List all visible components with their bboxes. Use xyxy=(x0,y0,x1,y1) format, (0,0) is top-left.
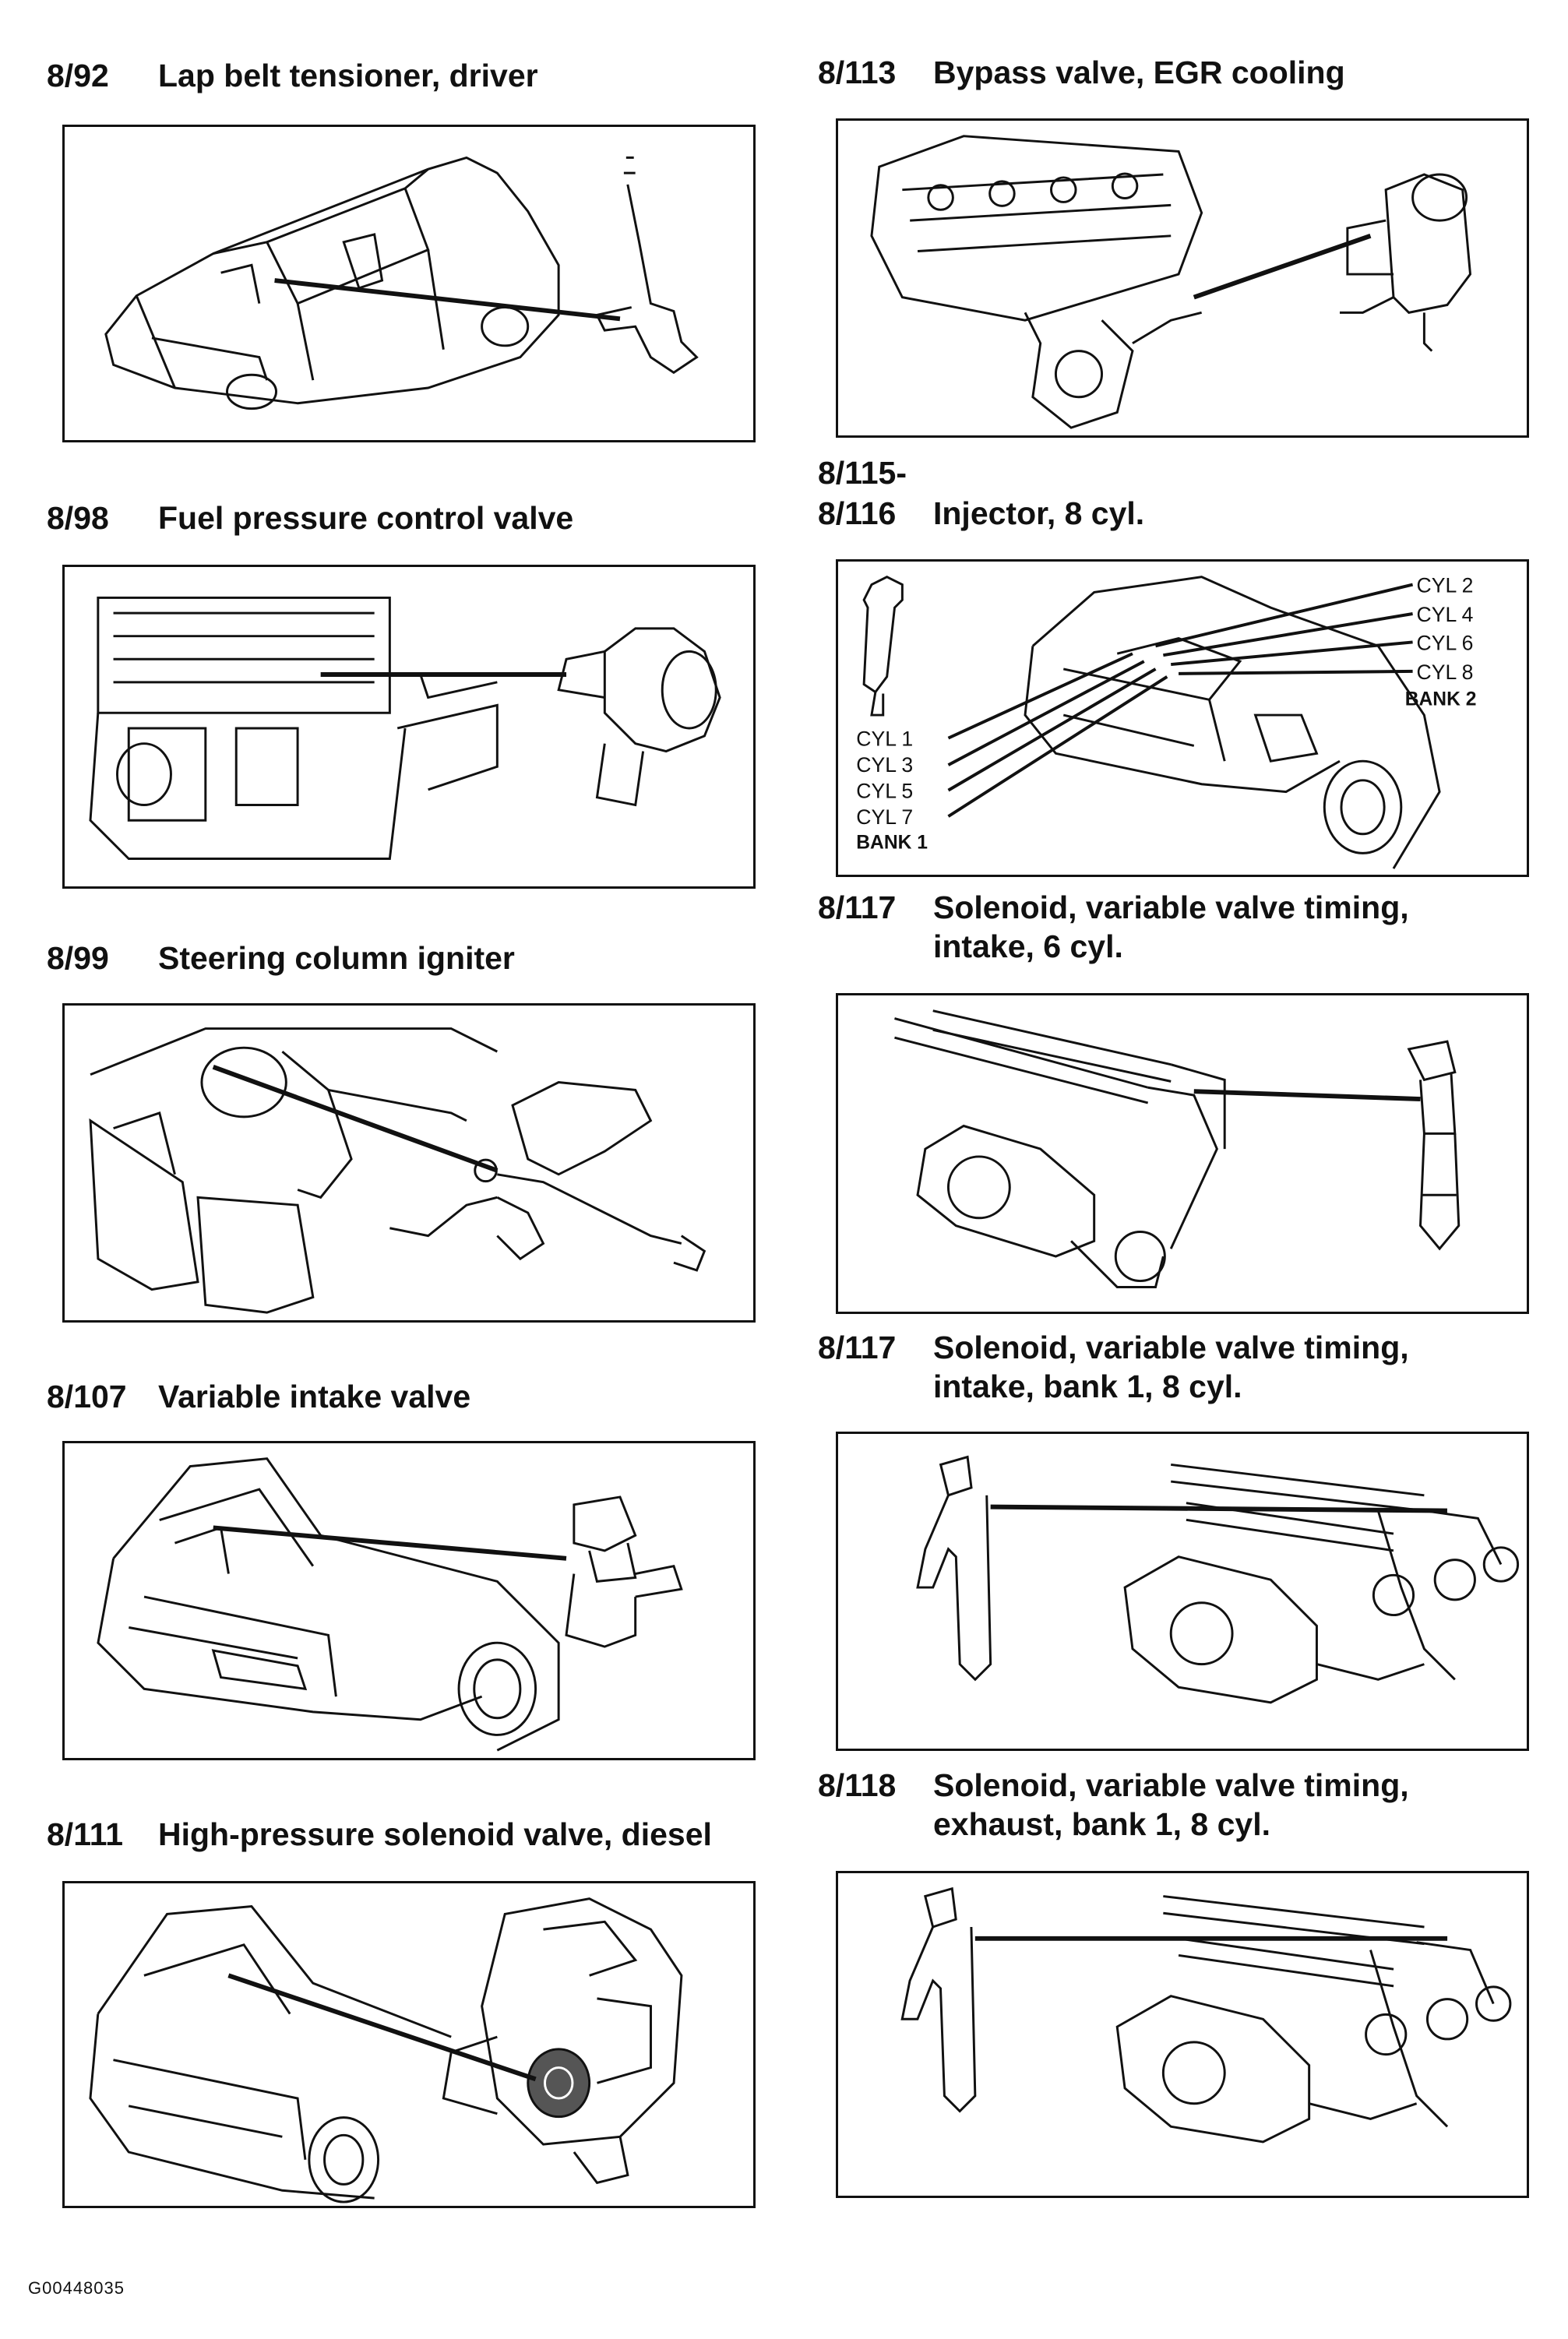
illustration-fuel-pressure-valve xyxy=(62,565,756,889)
car-illustration xyxy=(104,156,699,410)
callout-bank1-cyl7: CYL 7 xyxy=(856,805,913,829)
v8-camshaft-exhaust-illustration xyxy=(900,1886,1512,2143)
engine-head-illustration xyxy=(870,135,1472,429)
item-title-line2: intake, bank 1, 8 cyl. xyxy=(933,1369,1242,1404)
callout-bank1-cyl5: CYL 5 xyxy=(856,779,913,802)
illustration-steering-column xyxy=(62,1003,756,1323)
item-title-line2: exhaust, bank 1, 8 cyl. xyxy=(933,1806,1270,1842)
item-code: 8/117 xyxy=(818,889,897,925)
camshaft-illustration xyxy=(894,1009,1461,1288)
callout-bank2-cyl6: CYL 6 xyxy=(1417,631,1474,654)
item-title: Injector, 8 cyl. xyxy=(933,495,1145,531)
illustration-high-pressure-solenoid xyxy=(62,1881,756,2208)
item-code: 8/92 xyxy=(47,58,109,93)
callout-bank2-cyl2: CYL 2 xyxy=(1417,573,1474,597)
callout-bank2-label: BANK 2 xyxy=(1405,689,1477,710)
item-code: 8/99 xyxy=(47,940,109,976)
callout-bank1-cyl1: CYL 1 xyxy=(856,727,913,750)
car-front-injector-illustration: CYL 1 CYL 3 CYL 5 CYL 7 BANK 1 CYL 2 CYL… xyxy=(856,573,1477,869)
item-title: Steering column igniter xyxy=(158,940,515,976)
car-front-illustration xyxy=(97,1457,683,1752)
callout-bank2-cyl4: CYL 4 xyxy=(1417,603,1474,626)
item-title: Bypass valve, EGR cooling xyxy=(933,55,1345,90)
callout-bank1-cyl3: CYL 3 xyxy=(856,753,913,777)
item-title: High-pressure solenoid valve, diesel xyxy=(158,1816,712,1852)
item-title: Lap belt tensioner, driver xyxy=(158,58,538,93)
illustration-variable-intake-valve xyxy=(62,1441,756,1760)
item-title: Solenoid, variable valve timing, xyxy=(933,889,1409,925)
illustration-vvt-solenoid-6cyl xyxy=(836,993,1529,1314)
item-title: Solenoid, variable valve timing, xyxy=(933,1330,1409,1365)
item-code: 8/107 xyxy=(47,1379,127,1414)
item-code: 8/111 xyxy=(47,1816,124,1852)
illustration-vvt-solenoid-exhaust-8cyl xyxy=(836,1871,1529,2198)
item-code-line2: 8/116 xyxy=(818,495,897,531)
callout-bank1-label: BANK 1 xyxy=(856,833,928,854)
item-code: 8/115- xyxy=(818,455,907,491)
item-code: 8/98 xyxy=(47,500,109,536)
figure-id: G00448035 xyxy=(28,2278,125,2298)
item-title: Solenoid, variable valve timing, xyxy=(933,1767,1409,1803)
illustration-vvt-solenoid-intake-8cyl xyxy=(836,1432,1529,1751)
car-front-pump-illustration xyxy=(89,1897,683,2203)
item-title: Variable intake valve xyxy=(158,1379,471,1414)
callout-bank2-cyl8: CYL 8 xyxy=(1417,660,1474,684)
illustration-bypass-valve xyxy=(836,118,1529,438)
v8-camshaft-illustration xyxy=(916,1455,1520,1704)
item-code: 8/118 xyxy=(818,1767,897,1803)
item-code: 8/117 xyxy=(818,1330,897,1365)
illustration-injectors: CYL 1 CYL 3 CYL 5 CYL 7 BANK 1 CYL 2 CYL… xyxy=(836,559,1529,877)
item-code: 8/113 xyxy=(818,55,897,90)
item-title: Fuel pressure control valve xyxy=(158,500,574,536)
engine-illustration xyxy=(89,596,721,860)
illustration-lap-belt-tensioner xyxy=(62,125,756,442)
item-title-line2: intake, 6 cyl. xyxy=(933,928,1123,964)
interior-illustration xyxy=(89,1027,706,1314)
